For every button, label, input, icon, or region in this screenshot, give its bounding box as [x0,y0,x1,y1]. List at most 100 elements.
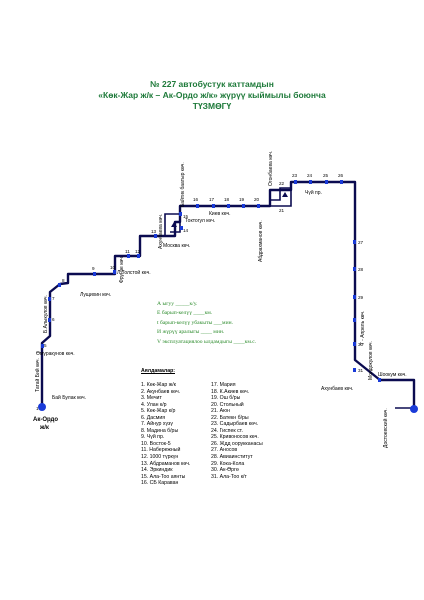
stop-marker [340,180,343,184]
stop-marker [353,342,356,346]
street-label-chuy: Чүй пр. [305,189,322,196]
stop-marker [196,204,199,208]
stop-marker [127,254,130,258]
stop-number: 22 [279,181,285,186]
stops-heading: Аялдамалар: [141,368,175,374]
stop-marker [48,318,51,322]
stop-number: 15 [183,214,189,219]
stop-item: 7. Айнур хүзү [141,421,174,428]
street-label-tatay: Татай Бий көч. [34,358,41,392]
arrow-icon [171,222,177,227]
street-label-toktogul: Токтогул көч. [185,218,215,224]
stop-number: 11 [125,249,130,254]
stop-number: 9 [92,266,95,271]
stop-item: 27. Аносов [211,447,238,454]
stop-marker [242,204,245,208]
stop-marker [325,180,328,184]
stop-number: 6 [52,317,55,322]
stop-item: 14. Эркиндик [141,467,173,474]
stop-number: 23 [292,173,298,178]
stop-item: 1. Көк-Жар ж/к [141,382,176,388]
stop-item: 16. СБ Караван [141,480,179,487]
stop-item: 31. Ала-Тоо к/т [211,473,247,480]
stop-marker [257,204,260,208]
stop-marker [58,283,61,287]
stop-item: 5. Көк-Жар к/р [141,408,176,415]
stop-item: 11. Набережный [141,447,181,454]
stop-marker [353,368,356,372]
map-title-line-1: № 227 автобустук каттамдын [150,79,274,89]
start-label: Ак-Ордо [33,417,58,423]
street-label-dostoev: Достоевский көч. [382,408,389,448]
stop-item: 2. Акунбаев көч. [141,388,181,395]
stop-number: 8 [62,278,65,283]
stop-item: 28. Авиаинститут [211,454,253,461]
street-label-abdrakhmanov: Абдрахманов көч. [258,220,264,262]
stop-item: 13. Абдраманов көч. [141,460,191,467]
street-label-omuraku: Өмүракунов көч. [36,351,75,357]
street-label-b-aspek: Б.Алыкулов көч. [43,295,49,333]
info-line: Е барып-келүү ____км. [157,310,213,317]
stop-number: 5 [44,343,47,348]
street-label-moskva: Москва көч. [163,243,190,249]
stop-marker [93,272,96,276]
start-label-suffix: ж/к [39,425,49,431]
stop-item: 9. Чүй пр. [141,434,165,441]
street-label-bay-bulak: Бай Булак көч. [52,394,86,401]
stop-marker [48,297,51,301]
stop-marker [353,240,356,244]
info-line: И жүрүү аралыгы ____ мин. [157,329,225,336]
stop-number: 7 [52,296,55,301]
info-line: А ыгуу _____к/у. [157,301,198,307]
stop-item: 6. Дасмия [141,414,166,421]
stop-marker [212,204,215,208]
info-line: t барып-келүү убакыты ___мин. [157,319,233,326]
stop-item: 15. Ала-Тоо аянты [141,473,186,480]
stop-number: 29 [358,295,364,300]
stop-marker [137,254,140,258]
stop-item: 24. Гиспек ст. [211,427,243,434]
stop-number: 13 [151,229,157,234]
stop-number: 17 [209,197,215,202]
map-title-line-2: «Көк-Жар ж/к – Ак-Ордо ж/к» жүрүү кыймыл… [98,90,326,100]
stop-item: 22. Батекн б/ры [211,414,249,421]
stop-marker [353,267,356,271]
stop-item: 19. Ош б/ры [211,395,241,402]
stop-item: 26. Ждд оорукканасы [211,440,263,447]
stop-item: 18. К.Акиев көч. [211,388,250,395]
stop-marker [180,226,183,230]
stop-number: 28 [358,267,364,272]
stop-number: 31 [358,368,364,373]
street-label-ogonbaeva: Огонбаева көч. [268,151,274,186]
stop-marker [227,204,230,208]
stop-marker [154,234,157,238]
street-label-april: 7 - Апрель көч. [360,310,366,345]
stop-marker [294,180,297,184]
street-label-akhunbaev-top: Ахунбаева көч. [158,214,164,249]
stop-marker [113,270,116,274]
stop-number: 18 [224,197,230,202]
stop-marker [353,318,356,322]
stop-marker [41,344,44,348]
stop-marker [179,212,182,216]
stop-marker [410,405,418,413]
stop-item: 17. Мария [211,382,236,388]
stop-markers [38,180,418,413]
street-label-kiev: Киев көч. [209,211,231,217]
street-label-akhunbaev-bottom: Ахунбаев көч. [321,386,353,392]
map-title-line-3: ТҮЗМӨГҮ [192,101,232,111]
stop-item: 12. 1000 түркүн [141,454,179,461]
info-line: V эксплуатациялоо ылдамдыгы ____км.с. [157,338,257,345]
stop-number: 14 [183,228,189,233]
stop-item: 23. Садырбаев көч. [211,421,259,428]
street-label-moldokul: Молдокулов көч. [368,341,374,380]
street-label-l-tolstoy: Л.Толстой көч. [117,269,151,276]
stop-number: 25 [323,173,329,178]
stop-number: 12 [135,249,141,254]
stop-item: 3. Мечит [141,395,162,402]
stop-number: 20 [254,197,260,202]
stop-number: 1 [36,406,39,411]
stops-list: Аялдамалар: 1. Көк-Жар ж/к 2. Акунбаев к… [141,368,263,486]
stop-item: 8. Мадина б/ры [141,427,179,434]
